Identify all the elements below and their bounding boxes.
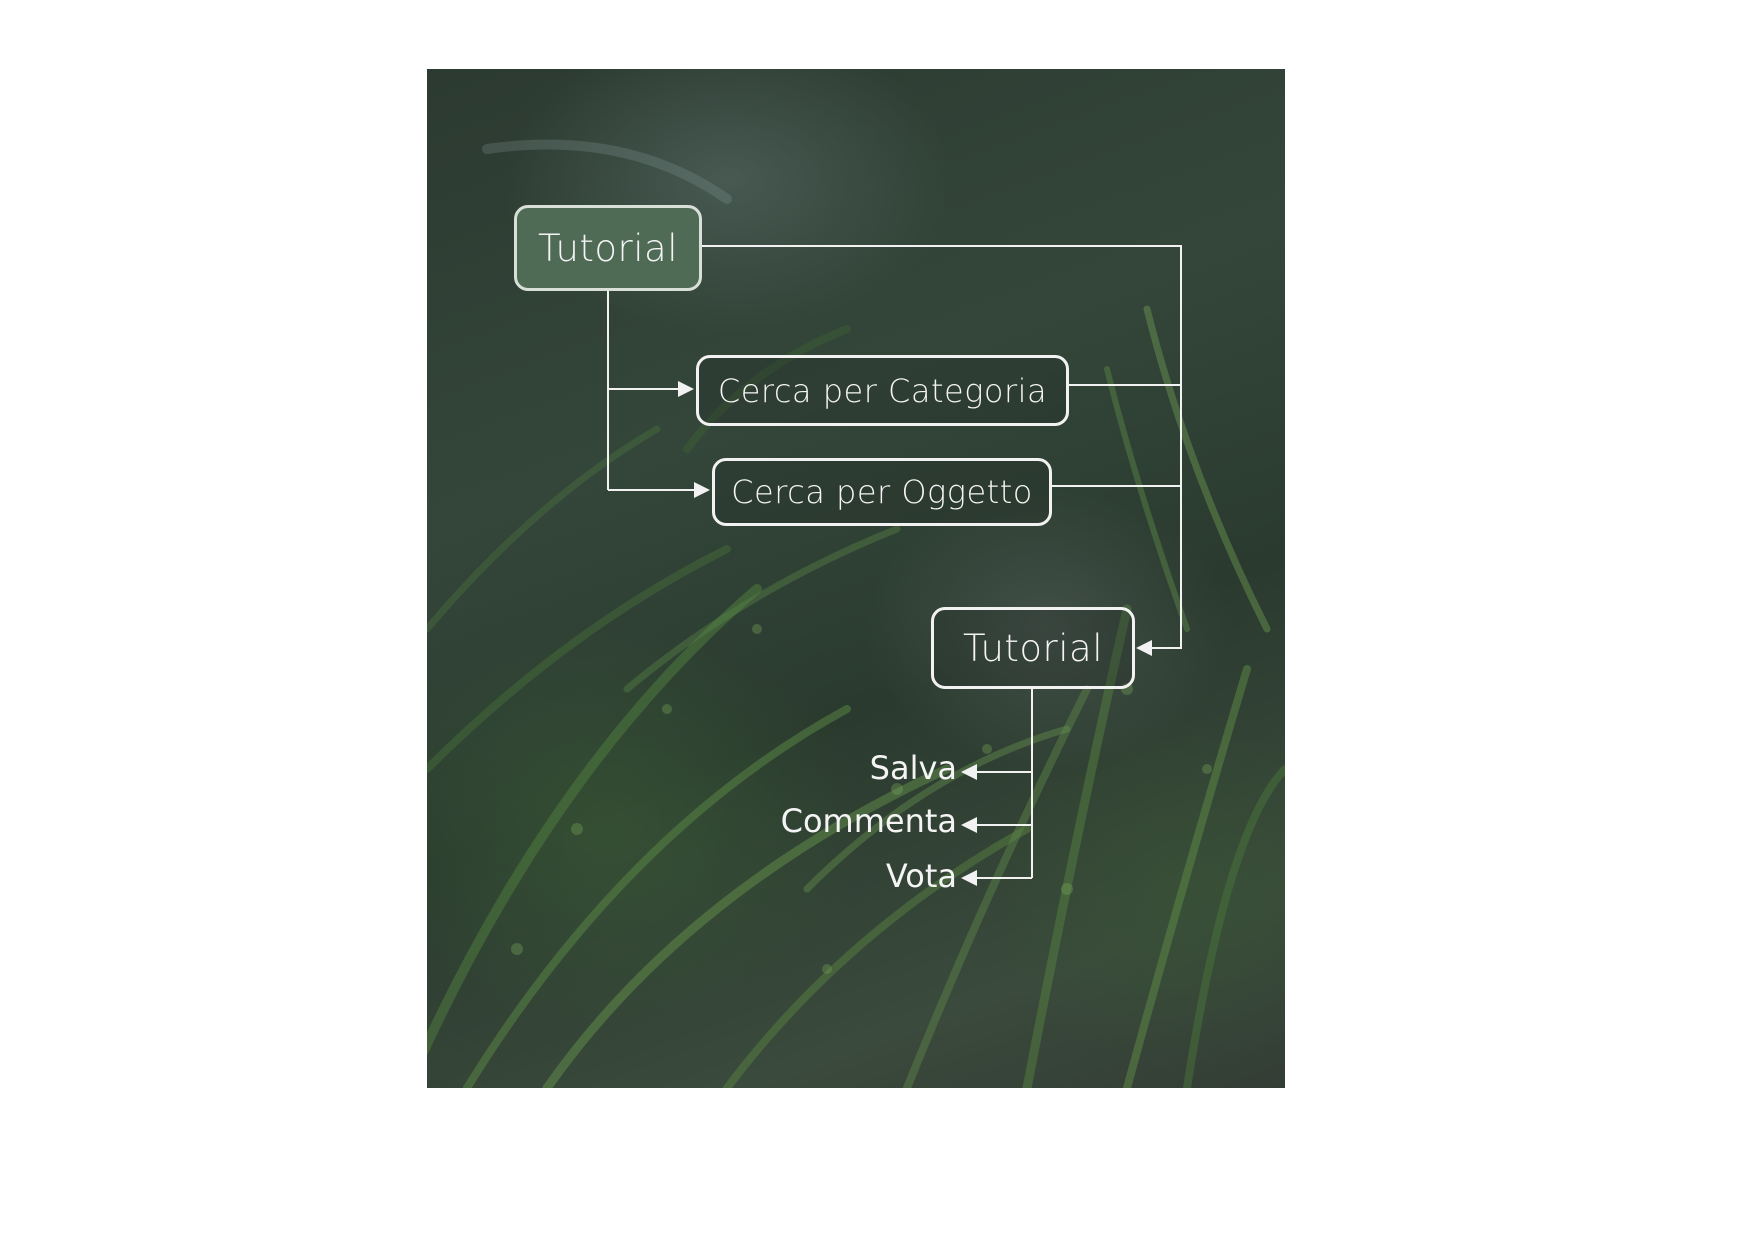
node-tutorial-root-label: Tutorial	[537, 226, 679, 270]
node-cerca-per-oggetto: Cerca per Oggetto	[712, 458, 1052, 526]
action-commenta: Commenta	[780, 802, 957, 840]
node-cerca-per-categoria: Cerca per Categoria	[696, 355, 1069, 426]
node-cerca-per-categoria-label: Cerca per Categoria	[717, 371, 1048, 410]
action-salva: Salva	[869, 749, 957, 787]
node-cerca-per-oggetto-label: Cerca per Oggetto	[731, 473, 1033, 511]
action-vota: Vota	[885, 857, 957, 895]
node-tutorial-root: Tutorial	[514, 205, 702, 291]
node-tutorial-target-label: Tutorial	[962, 626, 1104, 670]
node-tutorial-target: Tutorial	[931, 607, 1135, 689]
